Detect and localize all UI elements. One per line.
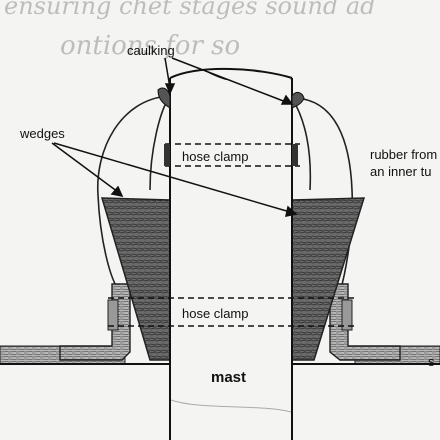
background-headline: ensuring chet stages sound ad [4, 0, 376, 20]
wedges [100, 197, 366, 361]
right-wedge [291, 197, 366, 361]
hose-clamp-upper-label: hose clamp [182, 149, 248, 164]
mast [169, 68, 293, 440]
background-line: ontions for so [60, 31, 240, 61]
hose-clamp-lower-label: hose clamp [182, 306, 248, 321]
wedges-label: wedges [19, 126, 65, 141]
deck-edge-label: s [428, 354, 435, 369]
lower-hose-clamp [108, 297, 355, 327]
mast-label: mast [211, 369, 246, 386]
caulking-arrows [164, 57, 294, 105]
wedge-arrows [51, 142, 298, 217]
caulking-label: caulking [127, 43, 175, 58]
upper-hose-clamp [164, 143, 300, 167]
rubber-label-line2: an inner tu [370, 164, 431, 179]
left-collar [59, 283, 131, 361]
right-collar [329, 283, 401, 361]
rubber-label-line1: rubber from [370, 147, 437, 162]
caulking-beads [157, 87, 305, 109]
